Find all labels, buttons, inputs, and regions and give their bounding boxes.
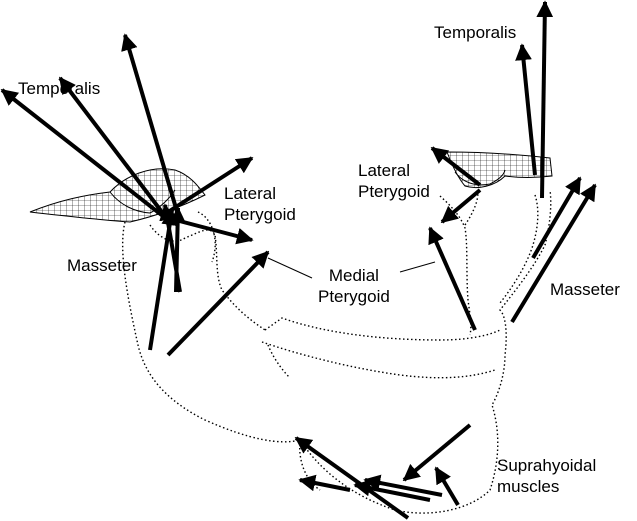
arrow-masseter-right-1-arrow-icon <box>531 176 582 260</box>
label-suprahyoidal-line1: Suprahyoidal <box>497 456 597 475</box>
label-medial-pterygoid-line1: Medial <box>328 266 379 285</box>
ramus-inner-left <box>149 224 266 331</box>
arrow-suprahyoid-4-arrow-icon <box>363 474 443 497</box>
arrow-suprahyoid-6-arrow-icon <box>402 423 472 482</box>
right-condyle-ridge <box>454 169 506 186</box>
label-lateral-pterygoid-left-line2: Pterygoid <box>224 205 296 224</box>
label-medial-pterygoid: Medial Pterygoid <box>318 265 390 307</box>
arrow-lateral-pterygoid-right-2-arrow-icon <box>440 188 482 224</box>
arrow-masseter-left-3-arrow-icon <box>169 206 187 293</box>
arrow-masseter-right-2-arrow-icon <box>510 183 597 324</box>
arrow-suprahyoid-1-arrow-icon <box>294 436 410 520</box>
label-lateral-pterygoid-right-line2: Pterygoid <box>358 182 430 201</box>
label-medial-pterygoid-line2: Pterygoid <box>318 287 390 306</box>
label-temporalis-right: Temporalis <box>434 23 517 42</box>
arrow-lateral-pterygoid-left-1-arrow-icon <box>166 156 254 214</box>
arrow-suprahyoid-2-arrow-icon <box>298 474 351 492</box>
label-suprahyoidal-line2: muscles <box>497 477 560 496</box>
arrow-temporalis-left-2-arrow-icon <box>121 33 180 216</box>
label-temporalis-left: Temporalis <box>18 79 101 98</box>
alveolar-crest <box>264 317 501 341</box>
arrow-lateral-pterygoid-right-1-arrow-icon <box>430 146 482 187</box>
arrow-temporalis-right-2-arrow-icon <box>515 43 537 176</box>
mandible-outline <box>121 189 552 514</box>
label-lateral-pterygoid-right: Lateral Pterygoid <box>358 160 430 202</box>
inner-body-short <box>267 344 291 379</box>
leader-medial-pterygoid-right <box>399 261 436 273</box>
label-lateral-pterygoid-right-line1: Lateral <box>358 161 410 180</box>
leader-medial-pterygoid-left <box>267 257 313 279</box>
arrow-temporalis-left-3-arrow-icon <box>58 76 170 222</box>
coronoid-right <box>499 194 539 304</box>
label-lateral-pterygoid-left-line1: Lateral <box>224 184 276 203</box>
ramus-inner-left-2 <box>197 211 216 263</box>
arrow-suprahyoid-5-arrow-icon <box>434 466 460 507</box>
arrow-medial-pterygoid-right-arrow-icon <box>428 226 477 331</box>
label-suprahyoidal-muscles: Suprahyoidal muscles <box>497 455 596 497</box>
arrow-temporalis-left-1-arrow-icon <box>0 88 170 222</box>
label-masseter-right: Masseter <box>550 280 620 299</box>
inner-body <box>261 341 496 379</box>
label-masseter-left: Masseter <box>67 256 137 275</box>
arrow-temporalis-right-1-arrow-icon <box>536 0 554 199</box>
left-condyle-ridge <box>109 189 176 214</box>
arrow-medial-pterygoid-left-arrow-icon <box>166 250 270 357</box>
label-lateral-pterygoid-left: Lateral Pterygoid <box>224 183 296 225</box>
